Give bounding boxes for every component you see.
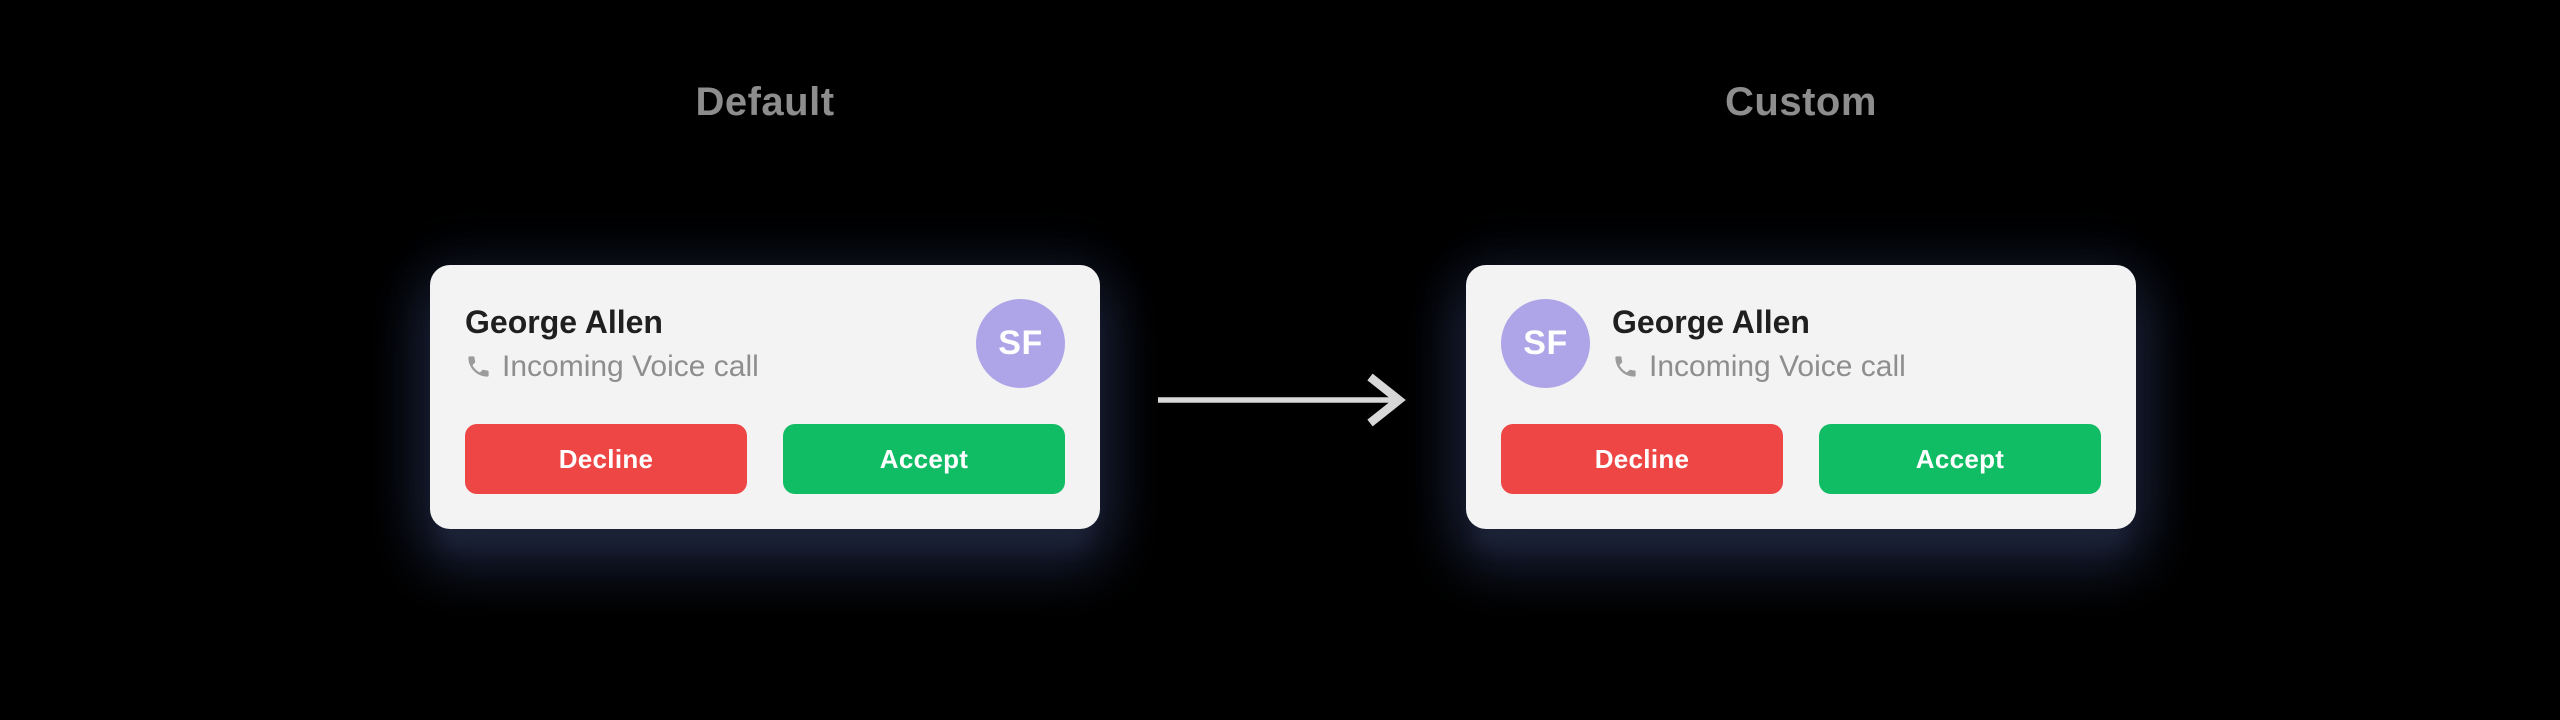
phone-call-icon	[468, 356, 489, 377]
call-status-row: Incoming Voice call	[1612, 349, 1906, 385]
caller-name: George Allen	[1612, 303, 1810, 340]
avatar: SF	[976, 299, 1065, 388]
decline-button[interactable]: Decline	[465, 424, 747, 494]
avatar: SF	[1501, 299, 1590, 388]
call-actions: Decline Accept	[465, 424, 1065, 494]
incoming-call-card-default: George Allen Incoming Voice call SF Decl…	[430, 265, 1100, 529]
caller-info: George Allen Incoming Voice call	[465, 303, 759, 385]
panel-default: Default George Allen Incoming Voice call…	[430, 0, 1100, 720]
arrow-right-icon	[1158, 373, 1406, 427]
card-header: George Allen Incoming Voice call SF	[1501, 299, 2101, 388]
caller-info: George Allen Incoming Voice call	[1612, 303, 1906, 385]
call-actions: Decline Accept	[1501, 424, 2101, 494]
panel-custom: Custom George Allen Incoming Voice call …	[1466, 0, 2136, 720]
phone-call-icon	[1615, 356, 1636, 377]
accept-button[interactable]: Accept	[1819, 424, 2101, 494]
card-header: George Allen Incoming Voice call SF	[465, 299, 1065, 388]
incoming-call-card-custom: George Allen Incoming Voice call SF Decl…	[1466, 265, 2136, 529]
caller-name: George Allen	[465, 303, 663, 340]
accept-button[interactable]: Accept	[783, 424, 1065, 494]
call-status-label: Incoming Voice call	[502, 349, 759, 383]
call-status-label: Incoming Voice call	[1649, 349, 1906, 383]
decline-button[interactable]: Decline	[1501, 424, 1783, 494]
panel-heading-custom: Custom	[1725, 80, 1877, 124]
transform-arrow	[1150, 368, 1414, 432]
panel-heading-default: Default	[695, 80, 835, 124]
call-status-row: Incoming Voice call	[465, 349, 759, 385]
